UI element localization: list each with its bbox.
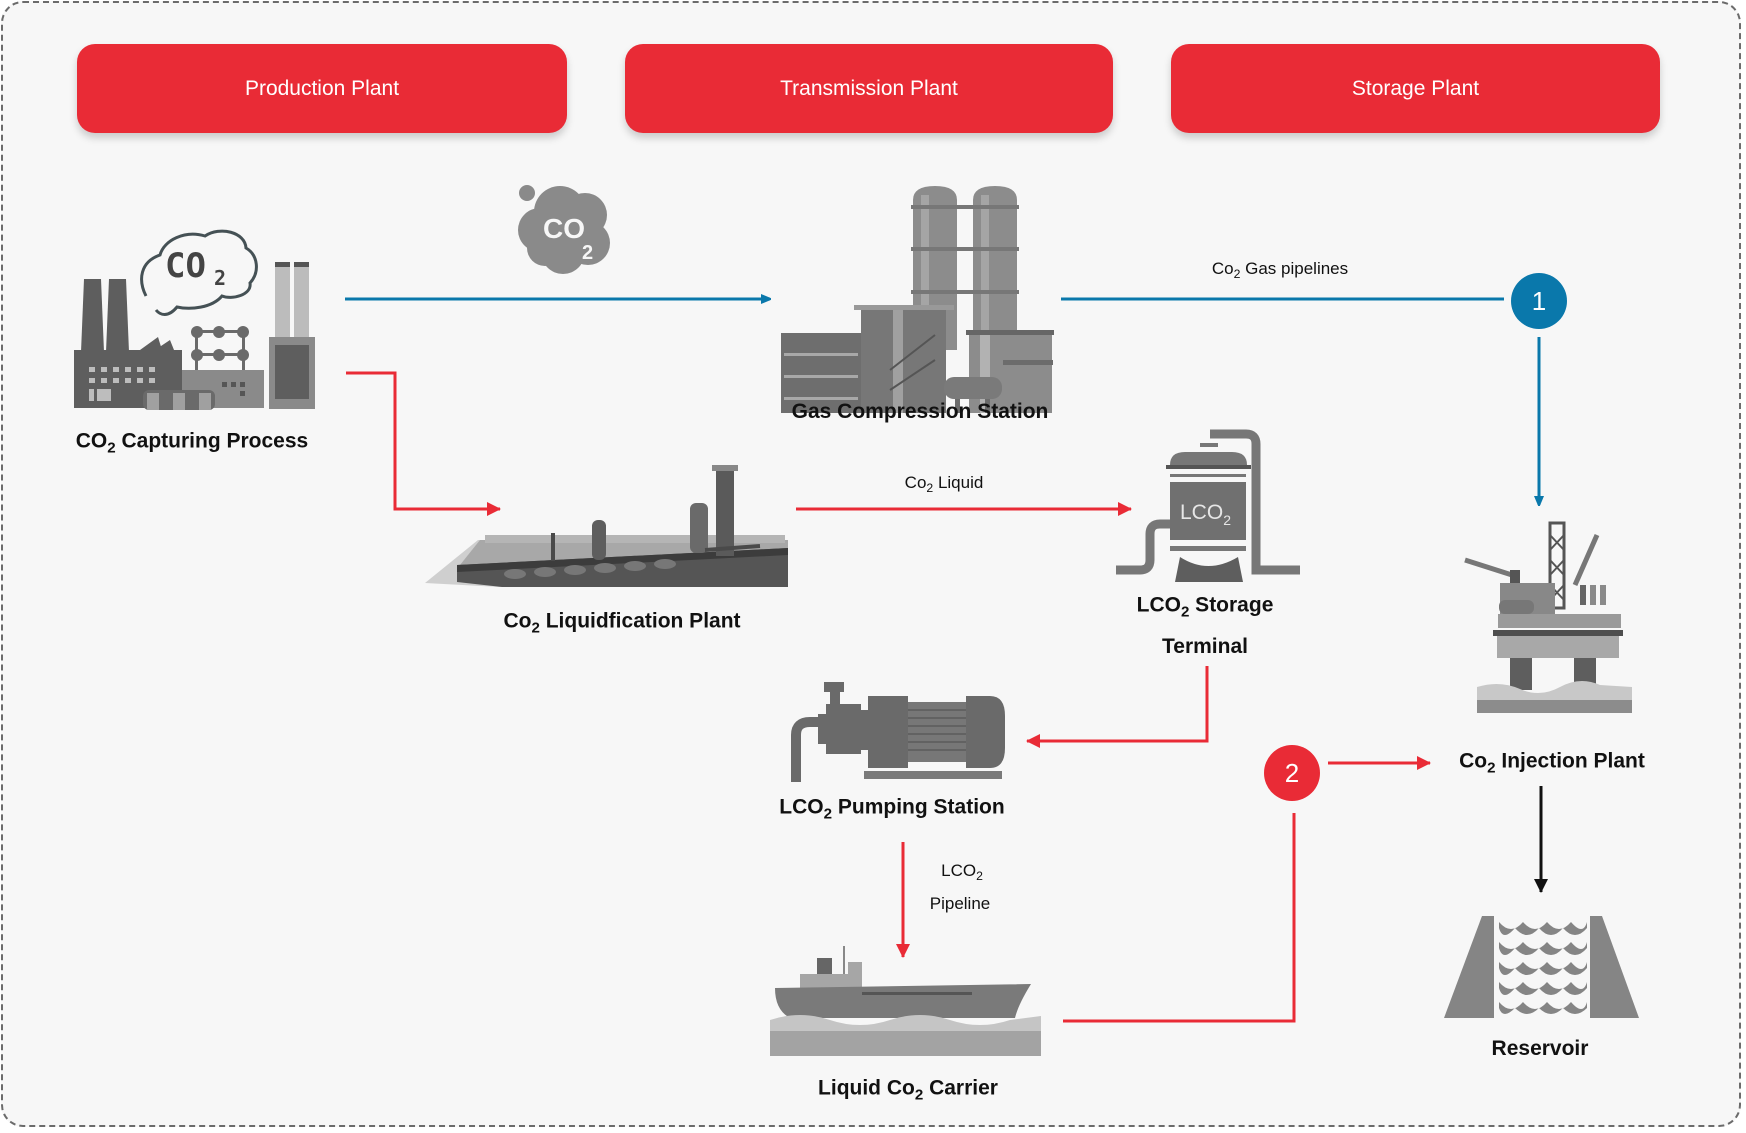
flow-label-lco2: LCO2 <box>941 860 983 884</box>
stage-transmission-plant[interactable]: Transmission Plant <box>625 44 1113 133</box>
label-reservoir: Reservoir <box>1491 1037 1589 1060</box>
label-pumping-station: LCO2 Pumping Station <box>779 795 1005 823</box>
label-storage-terminal: LCO2 Storage <box>1136 593 1274 621</box>
label-gas-compression-station: Gas Compression Station <box>791 400 1049 423</box>
flow-storage-to-pumping <box>1026 666 1209 748</box>
label-liquidification-plant: Co2 Liquidfication Plant <box>503 609 741 637</box>
stage-label: Production Plant <box>244 76 400 100</box>
stage-storage-plant[interactable]: Storage Plant <box>1171 44 1660 133</box>
flow-label-co2-liquid: Co2 Liquid <box>904 472 984 496</box>
svg-text:2: 2 <box>214 266 226 290</box>
flow-label-pipeline: Pipeline <box>929 894 991 913</box>
co2-cloud-label: CO <box>543 213 585 244</box>
flow-label-gas-pipelines: Co2 Gas pipelines <box>1211 258 1349 282</box>
co2-cloud-text: CO <box>165 246 206 286</box>
tank-label: LCO2 <box>1180 501 1231 528</box>
stage-production-plant[interactable]: Production Plant <box>77 44 567 133</box>
label-injection-plant: Co2 Injection Plant <box>1459 749 1645 777</box>
label-storage-terminal-line2: Terminal <box>1162 635 1248 658</box>
label-capturing-process: CO2 Capturing Process <box>75 429 309 457</box>
step-badge-2: 2 <box>1264 745 1320 801</box>
stage-label: Storage Plant <box>1351 76 1480 100</box>
step-badge-1: 1 <box>1511 273 1567 329</box>
flow-carrier-to-badge2 <box>1063 813 1296 1023</box>
stage-label: Transmission Plant <box>780 76 958 100</box>
svg-text:2: 2 <box>582 242 593 264</box>
label-liquid-co2-carrier: Liquid Co2 Carrier <box>818 1076 998 1104</box>
flow-capture-to-liquidification <box>346 371 501 516</box>
